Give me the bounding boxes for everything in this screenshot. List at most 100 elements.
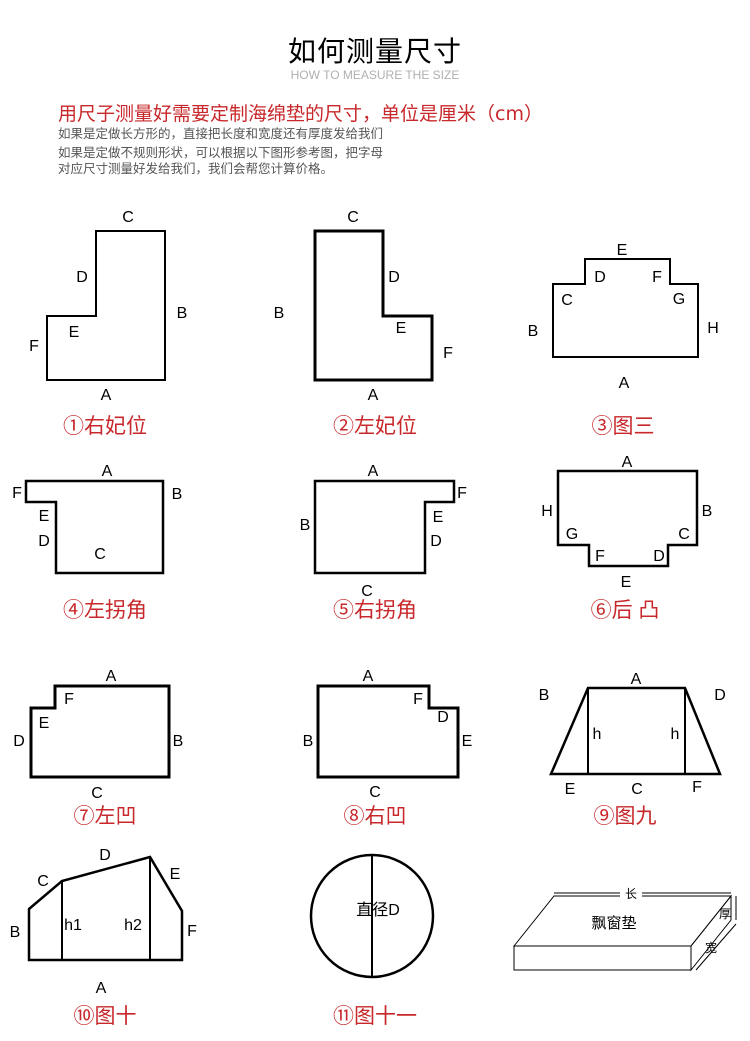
dimension-label: B: [702, 503, 713, 520]
dimension-label: F: [443, 345, 453, 362]
dimension-label: D: [430, 533, 442, 550]
figure-caption: ⑩图十: [74, 1005, 137, 1028]
dimension-label: 宽: [705, 940, 717, 955]
dimension-label: F: [64, 691, 74, 708]
figure-three-shape: A B C DE FG H ③图三: [528, 242, 719, 438]
dimension-label: D: [437, 709, 449, 726]
dimension-label: C: [91, 785, 103, 802]
dimension-label: B: [172, 486, 183, 503]
figure-caption: ③图三: [592, 415, 655, 438]
dimension-label: F: [692, 779, 702, 796]
dimension-label: C: [37, 873, 49, 890]
dimension-label: G: [673, 291, 685, 308]
dimension-label: B: [10, 924, 21, 941]
dimension-label: A: [368, 387, 379, 404]
box-side-face: [690, 894, 732, 972]
figure-caption: ⑦左凹: [74, 805, 137, 828]
figure-caption: ⑥后 凸: [591, 599, 660, 622]
figure-caption: ①右妃位: [63, 415, 147, 438]
dimension-label: 长: [625, 887, 637, 901]
dimension-label: h2: [124, 917, 142, 934]
dimension-label: E: [39, 715, 50, 732]
shape-outline: [556, 469, 699, 568]
shape-outline: [313, 229, 434, 382]
dimension-label: h: [671, 726, 680, 743]
dimension-label: H: [707, 320, 719, 337]
dimension-label: D: [714, 687, 726, 704]
figure-caption: ④左拐角: [63, 599, 147, 622]
page-subtitle: HOW TO MEASURE THE SIZE: [290, 68, 460, 82]
dimension-label: B: [274, 305, 285, 322]
length-label-bg: [620, 886, 642, 900]
shape-outline: [552, 258, 699, 358]
figure-caption: ⑪图十一: [333, 1005, 417, 1028]
dimension-label: F: [12, 485, 22, 502]
figure-window-cushion-box: 长厚宽 飘窗垫: [512, 886, 737, 972]
dimension-label: C: [678, 526, 690, 543]
dimension-label: B: [177, 305, 188, 322]
shape-outline: [316, 684, 460, 779]
dimension-label: A: [619, 375, 630, 392]
box-front-face: [513, 945, 692, 971]
figure-caption: ⑤右拐角: [333, 599, 417, 622]
shape-outline: [24, 479, 165, 575]
figure-left-concave-shape: A B C DEF ⑦左凹: [13, 668, 183, 828]
dimension-label: A: [622, 454, 633, 471]
dimension-label: D: [13, 733, 25, 750]
dimension-label: D: [76, 269, 88, 286]
instruction-note-3: 对应尺寸测量好发给我们，我们会帮您计算价格。: [58, 161, 334, 176]
dimension-label: E: [396, 320, 407, 337]
dimension-label: C: [361, 583, 373, 600]
dimension-label: C: [631, 781, 643, 798]
dimension-label: B: [173, 733, 184, 750]
dimension-label: F: [652, 269, 662, 286]
figure-nine-trapezoid: A B C D E Fh h ⑨图九: [539, 671, 726, 828]
shape-outline: [29, 684, 171, 779]
dimension-label: B: [528, 323, 539, 340]
dimension-label: A: [102, 463, 113, 480]
dimension-label: D: [99, 847, 111, 864]
dimension-label: F: [457, 485, 467, 502]
dimension-label: H: [541, 503, 553, 520]
dimension-label: E: [39, 508, 50, 525]
instruction-note-2: 如果是定做不规则形状，可以根据以下图形参考图，把字母: [58, 145, 384, 160]
dimension-label: E: [565, 781, 576, 798]
dimension-label: E: [617, 242, 628, 259]
dimension-label: A: [101, 387, 112, 404]
instruction-headline: 用尺子测量好需要定制海绵垫的尺寸，单位是厘米（cm）: [58, 103, 543, 125]
dimension-label: h1: [64, 917, 82, 934]
dimension-label: A: [631, 671, 642, 688]
dimension-label: h: [593, 726, 602, 743]
dimension-label: B: [300, 517, 311, 534]
dimension-label: G: [566, 526, 578, 543]
dimension-label: C: [94, 546, 106, 563]
dimension-label: 厚: [719, 907, 731, 921]
instruction-note-1: 如果是定做长方形的，直接把长度和宽度还有厚度发给我们: [58, 126, 384, 141]
figure-caption: ⑧右凹: [344, 805, 407, 828]
dimension-label: 飘窗垫: [591, 914, 636, 932]
dimension-label: B: [539, 687, 550, 704]
shape-outline: [27, 855, 184, 962]
dimension-label: D: [594, 269, 606, 286]
dimension-label: D: [653, 548, 665, 565]
dimension-label: E: [170, 866, 181, 883]
dimension-label: D: [388, 269, 400, 286]
dimension-label: F: [187, 923, 197, 940]
dimension-label: C: [369, 784, 381, 801]
dimension-label: A: [368, 463, 379, 480]
dimension-label: C: [561, 292, 573, 309]
figure-caption: ⑨图九: [594, 805, 657, 828]
dimension-label: C: [347, 209, 359, 226]
dimension-label: E: [69, 324, 80, 341]
dimension-label: A: [363, 668, 374, 685]
dimension-label: A: [106, 668, 117, 685]
dimension-label: C: [122, 209, 134, 226]
dimension-label: B: [303, 733, 314, 750]
